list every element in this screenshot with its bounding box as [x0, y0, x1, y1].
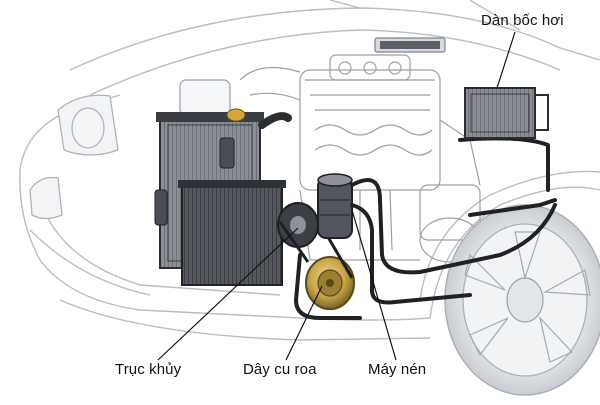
- compressor-label: Máy nén: [368, 361, 427, 378]
- engine-block: [179, 37, 481, 263]
- belt-label: Dây cu roa: [243, 361, 317, 378]
- front-wheel: [444, 204, 600, 396]
- headlight: [29, 94, 119, 220]
- leader-lines: [157, 31, 516, 361]
- condenser-radiator: [154, 108, 292, 286]
- compressor-icon: [317, 173, 353, 239]
- refrigerant-hoses: [294, 136, 557, 320]
- evaporator-core-icon: [464, 87, 549, 139]
- evaporator-label: Dàn bốc hơi: [481, 12, 564, 29]
- pulley-icon: [277, 202, 355, 310]
- crankshaft-label: Trục khủy: [115, 361, 182, 378]
